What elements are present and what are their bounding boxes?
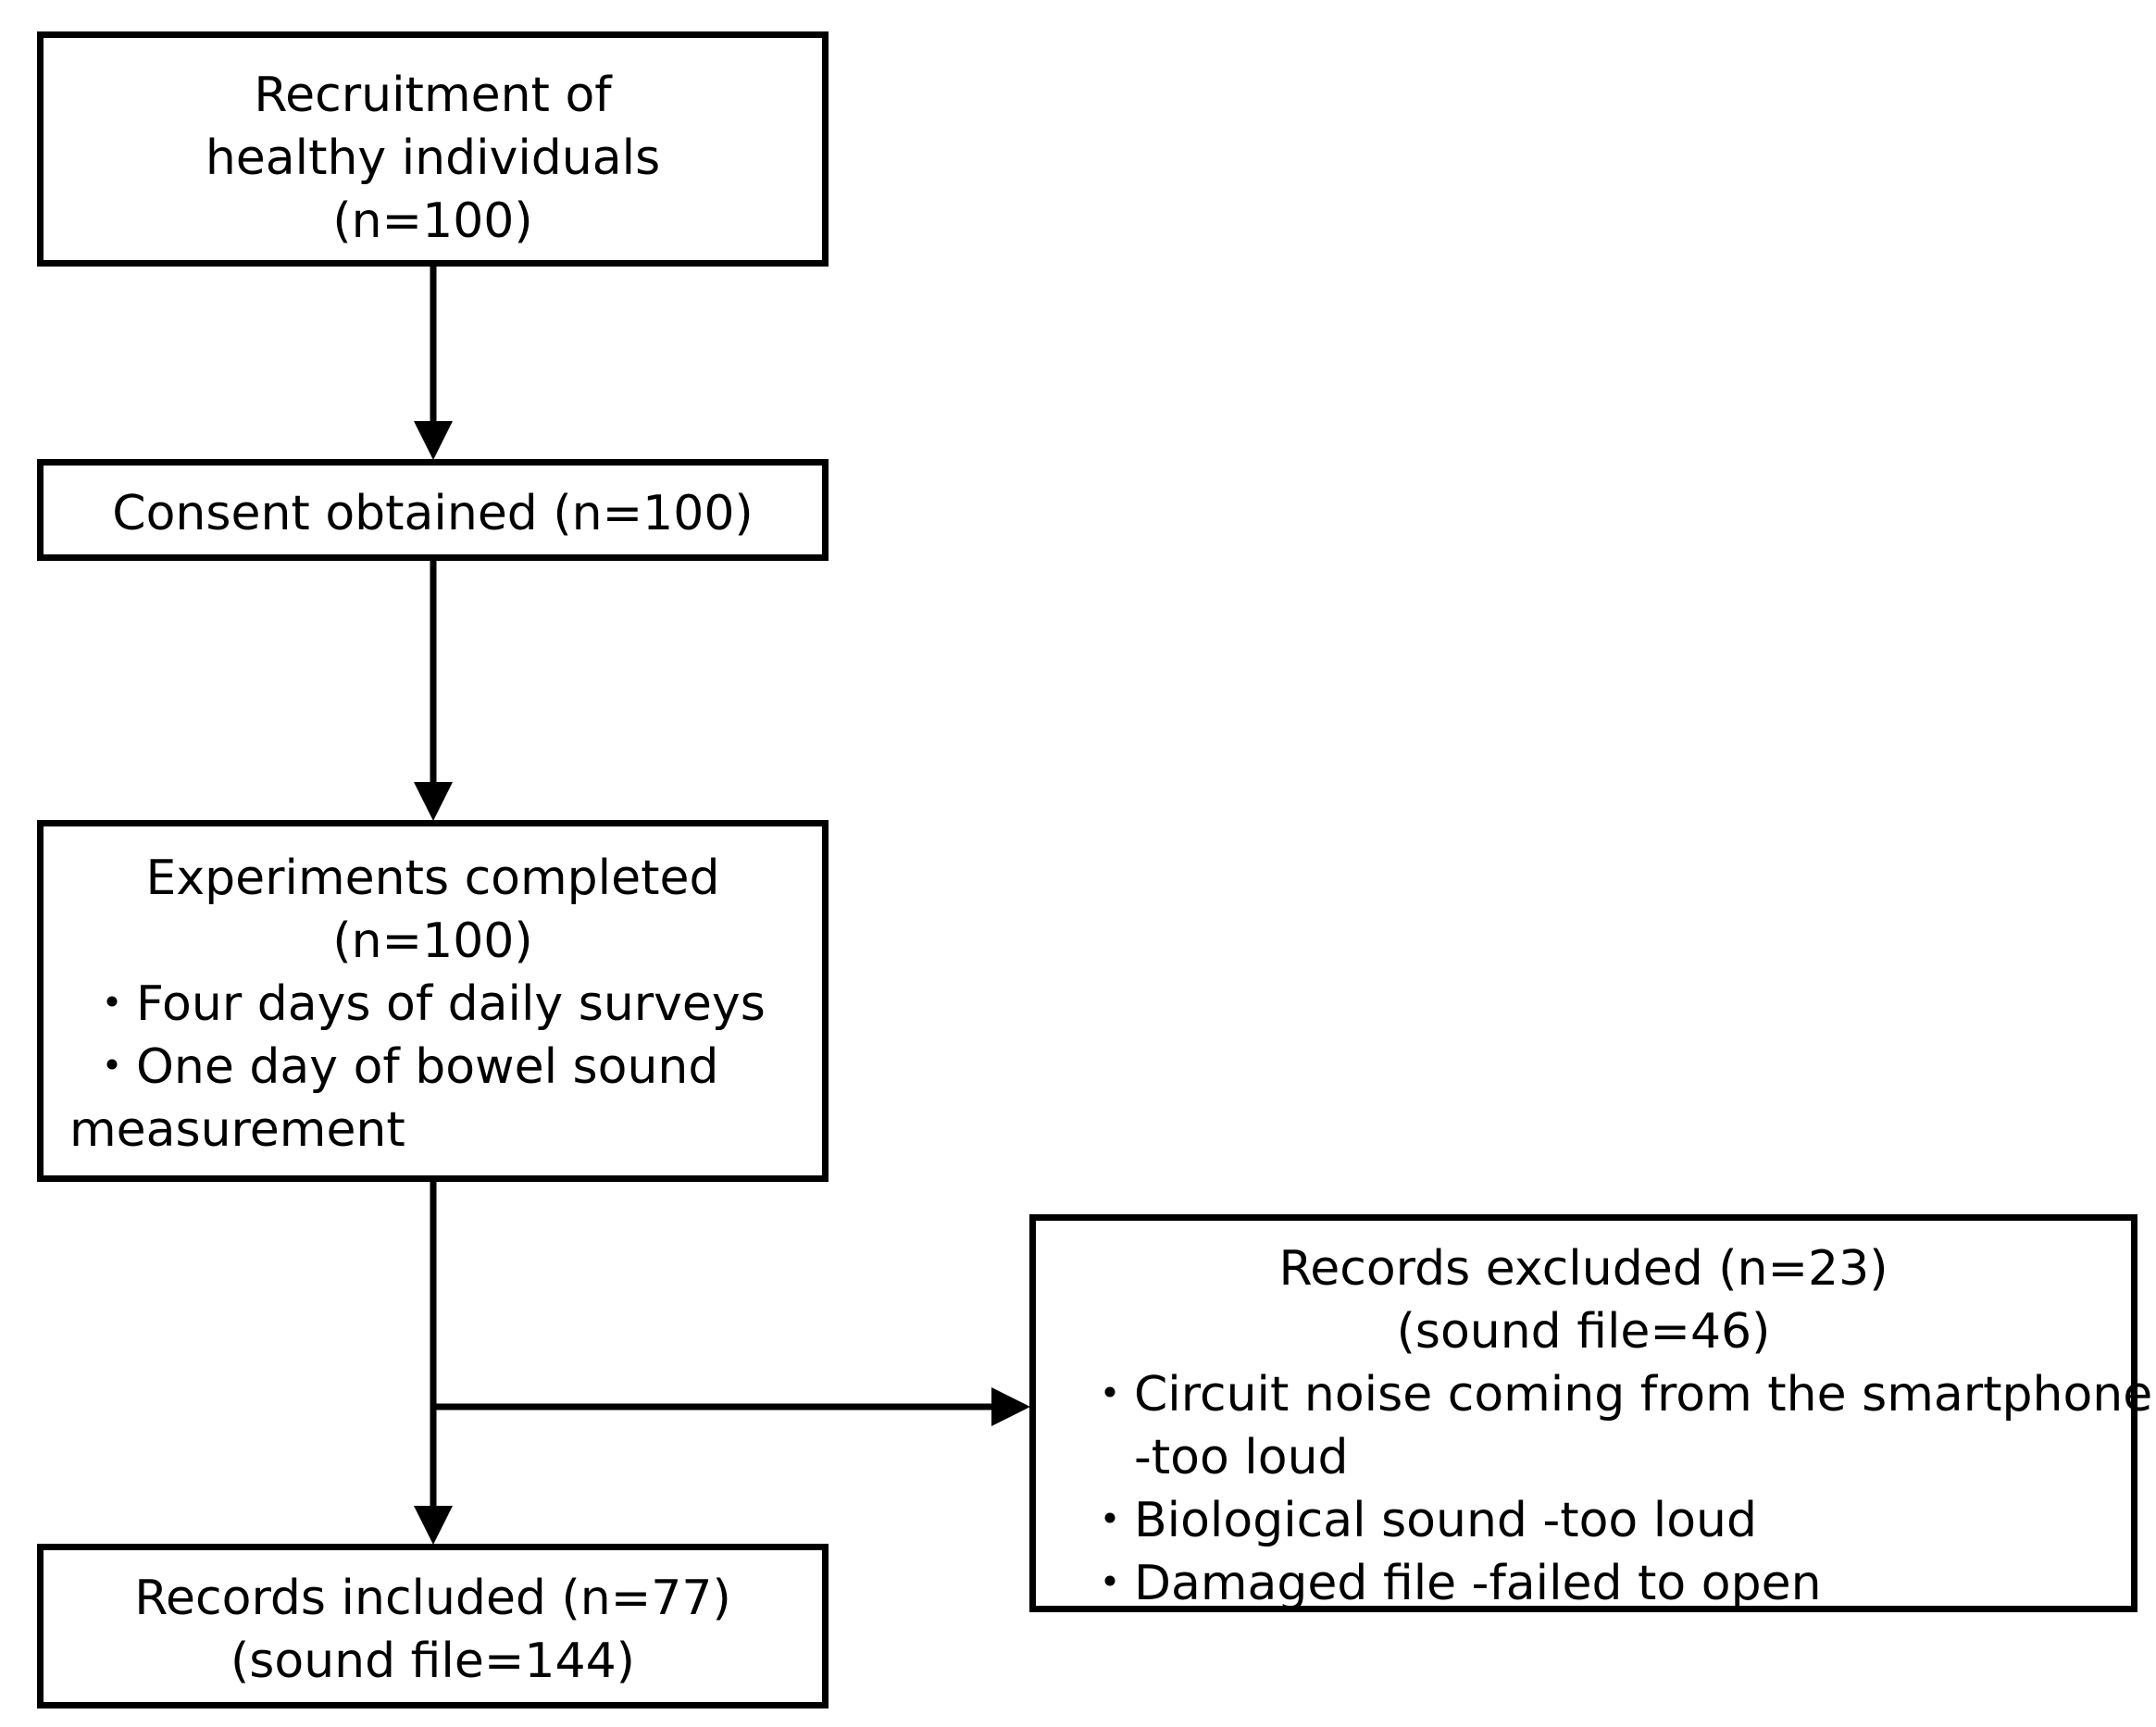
recruitment-line-2: healthy individuals	[205, 130, 661, 186]
included-box: Records included (n=77) (sound file=144)	[37, 1544, 829, 1708]
excluded-item-1-continuation: -too loud	[1134, 1430, 1349, 1485]
consent-box: Consent obtained (n=100)	[37, 459, 829, 561]
excluded-item-3: ・Damaged file -failed to open	[1086, 1556, 1822, 1611]
recruitment-line-3: (n=100)	[332, 193, 533, 249]
experiments-bullet-1: ・Four days of daily surveys	[88, 976, 766, 1032]
experiments-bullet-2: ・One day of bowel sound	[88, 1039, 719, 1095]
experiments-title-1: Experiments completed	[145, 851, 720, 906]
experiments-title-2: (n=100)	[332, 913, 533, 969]
included-line-1: Records included (n=77)	[134, 1571, 731, 1626]
excluded-title-2: (sound file=46)	[1396, 1304, 1771, 1360]
included-line-2: (sound file=144)	[231, 1634, 635, 1689]
excluded-item-2: ・Biological sound -too loud	[1086, 1493, 1757, 1548]
excluded-box: Records excluded (n=23) (sound file=46) …	[1029, 1214, 2153, 1612]
experiments-continuation: measurement	[69, 1102, 405, 1158]
consent-text: Consent obtained (n=100)	[112, 486, 754, 541]
excluded-item-1: ・Circuit noise coming from the smartphon…	[1086, 1367, 2153, 1423]
experiments-box: Experiments completed (n=100) ・Four days…	[37, 820, 829, 1182]
excluded-title-1: Records excluded (n=23)	[1278, 1241, 1888, 1297]
recruitment-line-1: Recruitment of	[254, 68, 612, 123]
recruitment-box: Recruitment of healthy individuals (n=10…	[37, 31, 829, 267]
